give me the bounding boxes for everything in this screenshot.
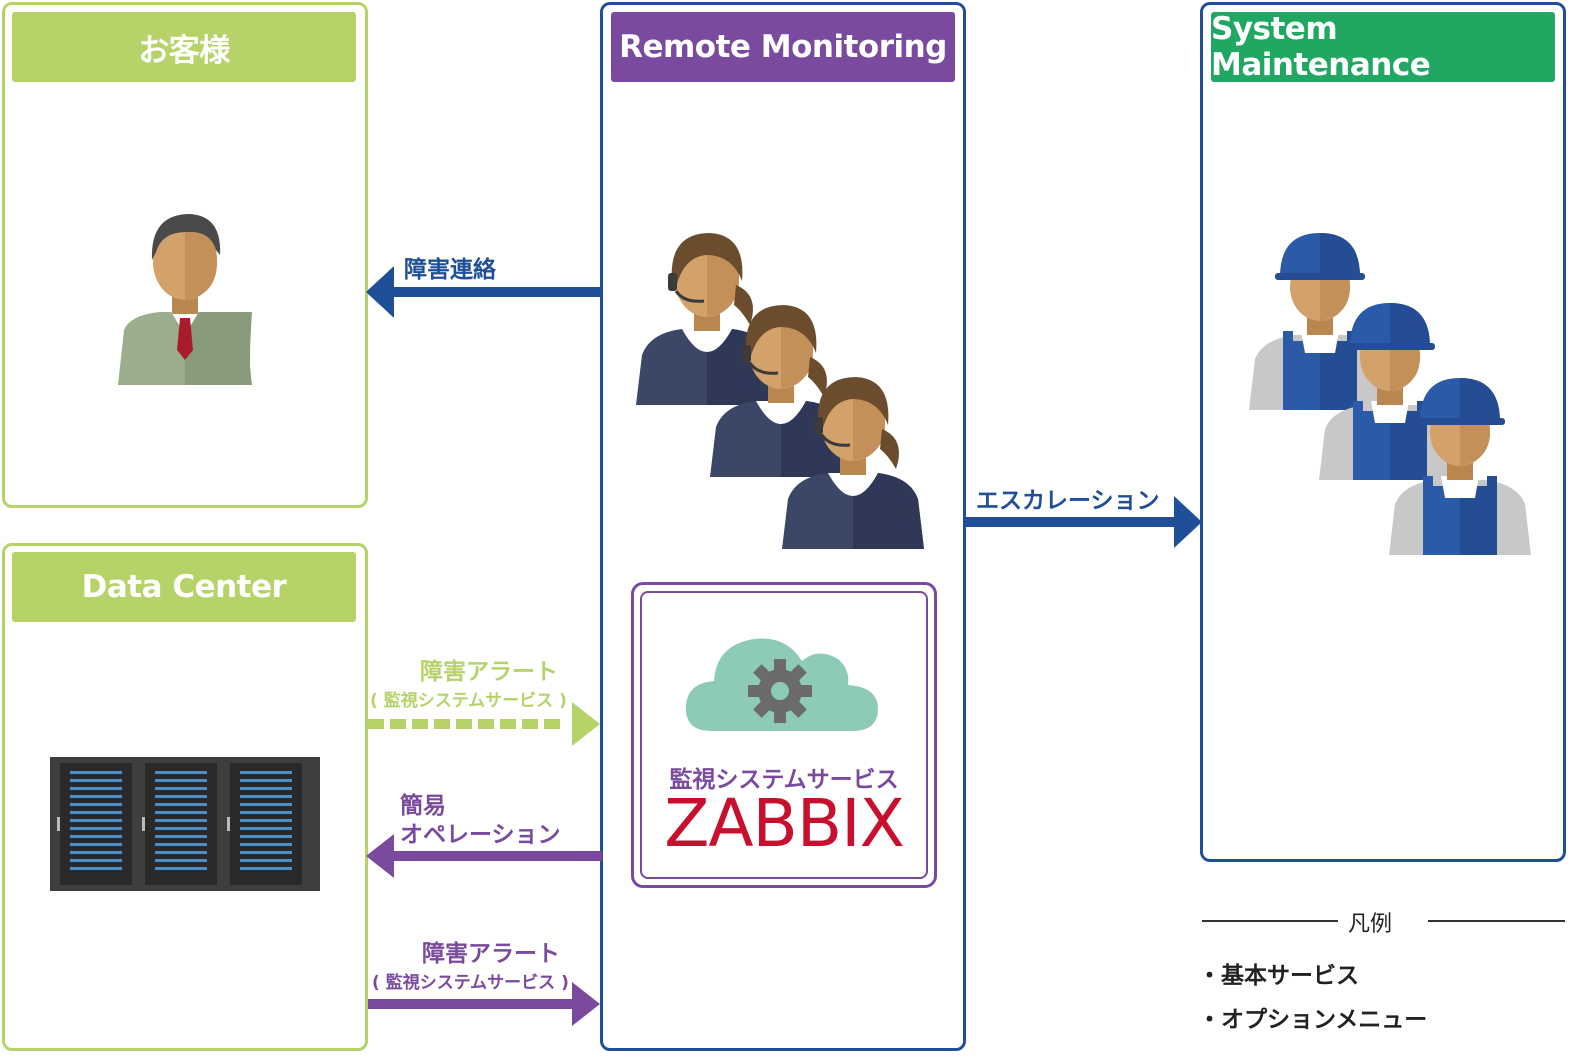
server-rack-icon	[50, 757, 320, 891]
arrow-incident-contact	[366, 266, 602, 318]
operators-headset-icon	[634, 231, 926, 551]
zabbix-box: 監視システムサービス ZABBIX	[631, 582, 937, 888]
escalation-label: エスカレーション	[976, 488, 1160, 514]
arrow-escalation	[966, 496, 1202, 548]
alert-basic-label: 障害アラート	[420, 659, 558, 685]
simple-operation-label-2: オペレーション	[400, 822, 561, 848]
simple-operation-label-1: 簡易	[400, 793, 446, 819]
customer-header: お客様	[12, 12, 356, 82]
legend-line-right	[1428, 920, 1565, 922]
arrow-alert-option	[368, 982, 600, 1026]
system-maintenance-header: System Maintenance	[1211, 11, 1555, 83]
maintenance-workers-icon	[1249, 233, 1531, 555]
legend-title: 凡例	[1348, 912, 1393, 937]
arrow-simple-operation	[366, 834, 602, 878]
legend-line-left	[1202, 920, 1338, 922]
legend-item-basic: ・基本サービス	[1198, 963, 1359, 989]
customer-person-icon	[118, 214, 252, 385]
datacenter-header: Data Center	[12, 552, 356, 622]
alert-basic-sub: ( 監視システムサービス )	[370, 691, 567, 711]
zabbix-name: ZABBIX	[664, 785, 905, 862]
cloud-gear-icon	[685, 638, 878, 731]
arrow-alert-basic	[368, 702, 600, 746]
remote-monitoring-header: Remote Monitoring	[611, 12, 955, 82]
alert-option-sub: ( 監視システムサービス )	[372, 973, 569, 993]
alert-option-label: 障害アラート	[422, 941, 560, 967]
legend-item-option: ・オプションメニュー	[1198, 1007, 1428, 1033]
incident-contact-label: 障害連絡	[404, 257, 496, 283]
zabbix-subtitle: 監視システムサービス	[669, 767, 899, 793]
